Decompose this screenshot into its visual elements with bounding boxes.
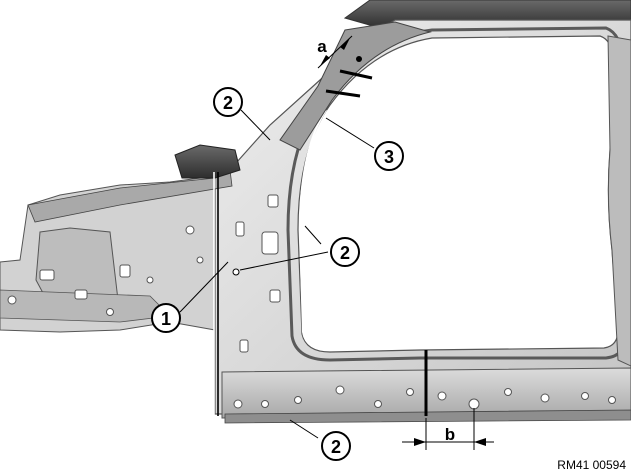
callout-2-lower-label: 2 [331, 437, 341, 457]
dimension-a-arrow-1 [320, 55, 330, 66]
a-pillar-trim [279, 21, 432, 151]
pillar-holes [235, 194, 281, 353]
reference-point-upper [356, 56, 362, 62]
front-rail-lower [0, 289, 171, 323]
dimension-b-arrow-2 [474, 438, 486, 446]
rocker-flange [224, 409, 631, 424]
callout-1: 1 [151, 303, 181, 333]
dimension-b-label: b [445, 425, 455, 444]
cowl-bracket [174, 144, 241, 179]
reference-point-pillar [232, 268, 240, 276]
callout-2-middle: 2 [330, 237, 360, 267]
front-upper-rail [27, 169, 233, 223]
b-pillar-edge [607, 35, 631, 367]
callout-2-upper-label: 2 [223, 93, 233, 113]
dimension-b-arrow-1 [414, 438, 426, 446]
callout-3: 3 [374, 141, 404, 171]
callout-2-upper: 2 [213, 87, 243, 117]
body-side-panel [214, 19, 631, 415]
callout-1-label: 1 [161, 309, 171, 329]
dimension-a-label: a [317, 37, 327, 56]
sill-holes [233, 385, 616, 410]
door-seal-line [298, 109, 331, 351]
callout-2-lower: 2 [321, 431, 351, 461]
leader-lines [179, 109, 375, 439]
front-holes [7, 225, 204, 316]
dimension-a-arrow-2 [340, 38, 350, 50]
cut-line-pillar-1 [339, 69, 373, 80]
callout-2-middle-label: 2 [340, 243, 350, 263]
cut-line-pillar-2 [325, 89, 361, 98]
callout-3-label: 3 [384, 147, 394, 167]
reference-code: RM41 00594 [557, 458, 626, 472]
